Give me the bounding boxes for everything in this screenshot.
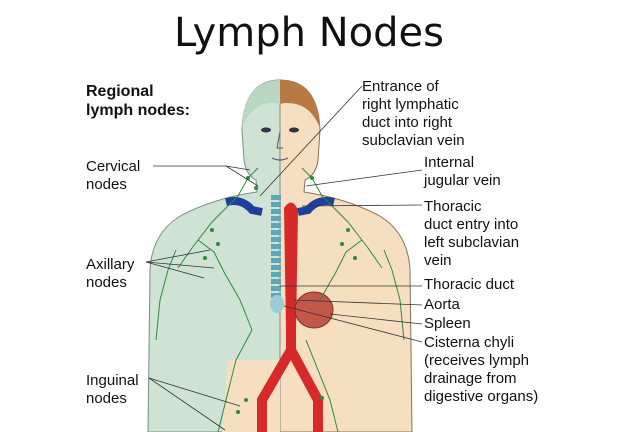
label-cisterna-chyli: Cisterna chyli (receives lymph drainage …: [424, 334, 539, 405]
label-spleen: Spleen: [424, 315, 471, 332]
label-inguinal-nodes: Inguinal nodes: [86, 372, 139, 407]
label-cervical-nodes: Cervical nodes: [86, 158, 141, 193]
left-eye: [261, 127, 271, 133]
regional-nodes-header: Regional lymph nodes:: [86, 83, 191, 119]
label-right-lymphatic-duct-entrance: Entrance of right lymphatic duct into ri…: [362, 78, 465, 149]
hair-left: [242, 80, 280, 128]
label-axillary-nodes: Axillary nodes: [86, 256, 135, 291]
label-thoracic-duct: Thoracic duct: [424, 276, 515, 293]
label-aorta: Aorta: [424, 296, 460, 313]
lymph-vessels: [155, 167, 405, 432]
body-lower-left: [222, 360, 280, 432]
aorta: [284, 202, 298, 330]
left-leader-lines: [145, 165, 259, 431]
label-thoracic-duct-entry: Thoracic duct entry into left subclavian…: [424, 198, 520, 269]
page-title: Lymph Nodes: [174, 10, 444, 56]
right-eye: [289, 127, 299, 133]
right-leader-lines: [259, 85, 423, 343]
nose: [276, 131, 283, 149]
iliac-arteries: [257, 328, 323, 432]
hair: [280, 80, 320, 128]
label-internal-jugular-vein: Internal jugular vein: [424, 154, 501, 189]
right-subclavian-vein: [297, 197, 335, 216]
mouth: [271, 157, 289, 161]
left-subclavian-vein: [225, 197, 263, 216]
cisterna-chyli: [270, 295, 284, 313]
lymph-node-dots: [203, 176, 357, 414]
